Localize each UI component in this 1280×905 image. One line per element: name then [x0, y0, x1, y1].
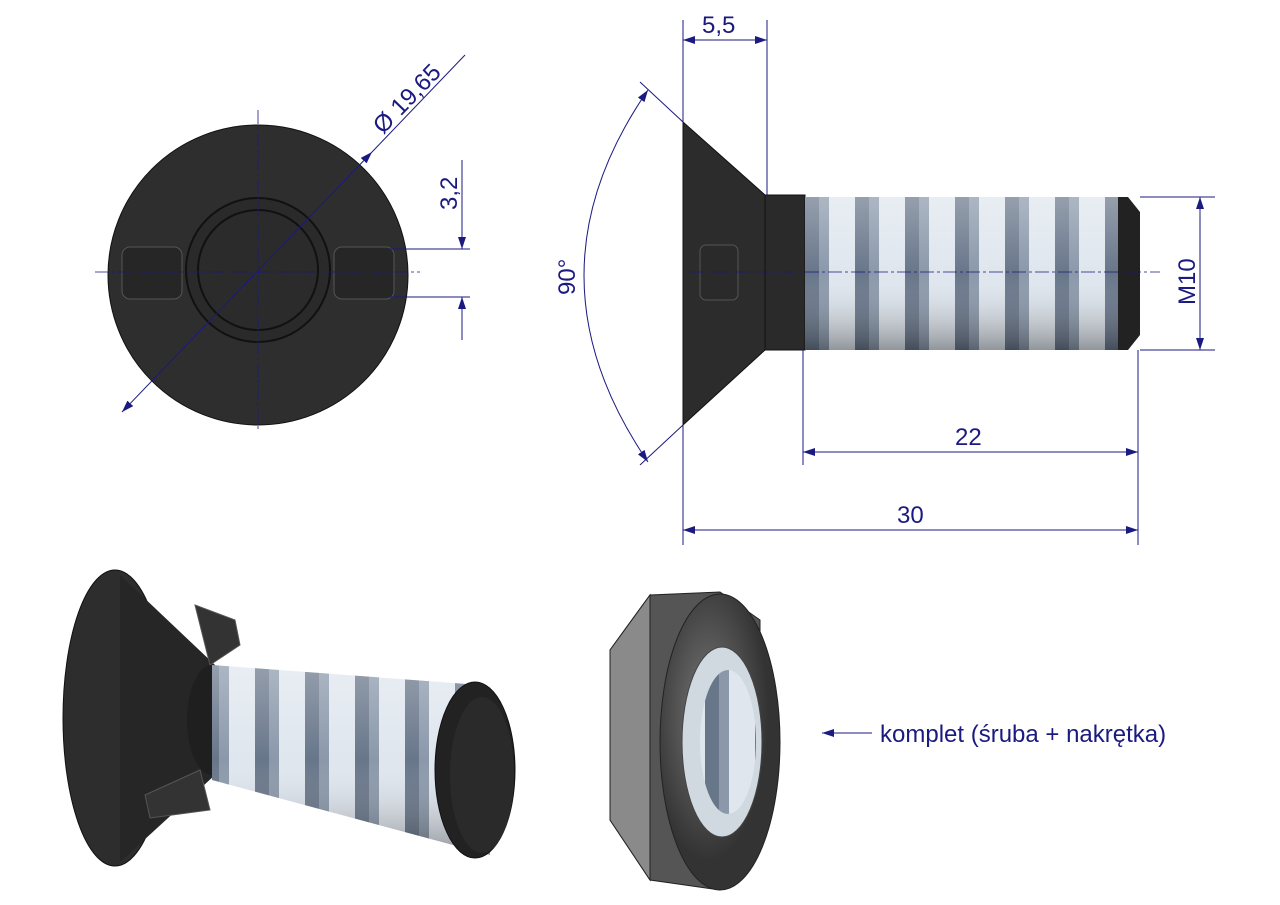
nut-3d	[609, 591, 781, 891]
total-length-label: 30	[897, 502, 924, 529]
bolt-3d	[62, 569, 516, 867]
top-view: Ø 19,65 3,2	[95, 54, 470, 430]
lug-width-label: 3,2	[436, 177, 463, 210]
thread-label: M10	[1174, 258, 1201, 305]
head-height-label: 5,5	[702, 12, 735, 39]
side-view: 5,5 90° M10 22 30	[554, 12, 1215, 545]
caption: komplet (śruba + nakrętka)	[880, 721, 1166, 748]
head-angle-label: 90°	[554, 259, 581, 295]
thread-length-label: 22	[955, 424, 982, 451]
diameter-label: Ø 19,65	[368, 59, 447, 139]
